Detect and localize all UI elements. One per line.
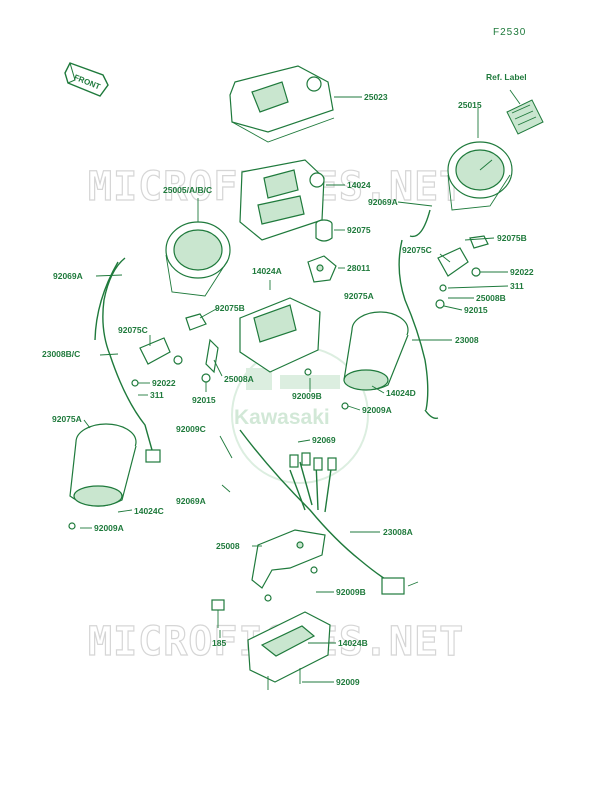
label-92009a-left: 92009A [94,523,124,533]
label-25008: 25008 [216,541,240,551]
label-23008bc: 23008B/C [42,349,80,359]
label-311-left: 311 [150,390,164,400]
label-92075c-right: 92075C [402,245,432,255]
label-25015: 25015 [458,100,482,110]
label-92069a-middle: 92069A [176,496,206,506]
part-labels: 25023 25015 14024 25005/A/B/C 92069A 920… [42,92,534,687]
label-14024d: 14024D [386,388,416,398]
label-92009c: 92009C [176,424,206,434]
label-92009a-right: 92009A [362,405,392,415]
label-92009b-bottom: 92009B [336,587,366,597]
label-25005-abc: 25005/A/B/C [163,185,212,195]
bolt-185 [211,599,225,628]
label-92009b-top: 92009B [292,391,322,401]
label-92015-left: 92015 [192,395,216,405]
ref-label-sticker [506,89,544,135]
label-92075: 92075 [347,225,371,235]
label-92075c-left: 92075C [118,325,148,335]
meter-cover-14024c [68,423,137,530]
kawasaki-logo: Kawasaki [231,346,369,484]
label-23008a: 23008A [383,527,413,537]
label-92022-right: 92022 [510,267,534,277]
bracket-25008 [251,529,326,602]
speedometer-25005 [165,198,231,297]
bracket-92075c-left [131,313,219,387]
meter-cover-25023 [229,65,362,143]
label-14024b: 14024B [338,638,368,648]
front-arrow-icon: FRONT [64,62,109,97]
label-28011: 28011 [347,263,370,273]
label-92069: 92069 [312,435,336,445]
label-92022-left: 92022 [152,378,176,388]
label-14024c: 14024C [134,506,164,516]
meter-cover-14024d [341,311,409,410]
label-92075a-right: 92075A [344,291,374,301]
label-14024a: 14024A [252,266,282,276]
label-92069a-left: 92069A [53,271,83,281]
label-25008b: 25008B [476,293,506,303]
lower-cover-14024b [247,611,331,690]
diagram-code: F2530 [493,27,526,38]
label-25008a: 25008A [224,374,254,384]
ref-label-text: Ref. Label [486,72,527,82]
label-23008: 23008 [455,335,479,345]
label-92075b-right: 92075B [497,233,527,243]
label-185: 185 [212,638,226,648]
label-92075a-left: 92075A [52,414,82,424]
grommet-92075 [315,219,345,242]
label-92009: 92009 [336,677,360,687]
label-25023: 25023 [364,92,388,102]
brand-name: Kawasaki [234,406,330,429]
meter-case-14024 [239,159,345,241]
wiring-harness [94,209,439,595]
label-92075b-left: 92075B [215,303,245,313]
label-92015-right: 92015 [464,305,488,315]
tachometer-25015 [447,108,513,211]
label-14024: 14024 [347,180,371,190]
socket-28011 [307,255,345,283]
housing-14024a [239,280,321,392]
label-311-right: 311 [510,281,524,291]
leader-lines [80,201,509,683]
label-92069a-right: 92069A [368,197,398,207]
